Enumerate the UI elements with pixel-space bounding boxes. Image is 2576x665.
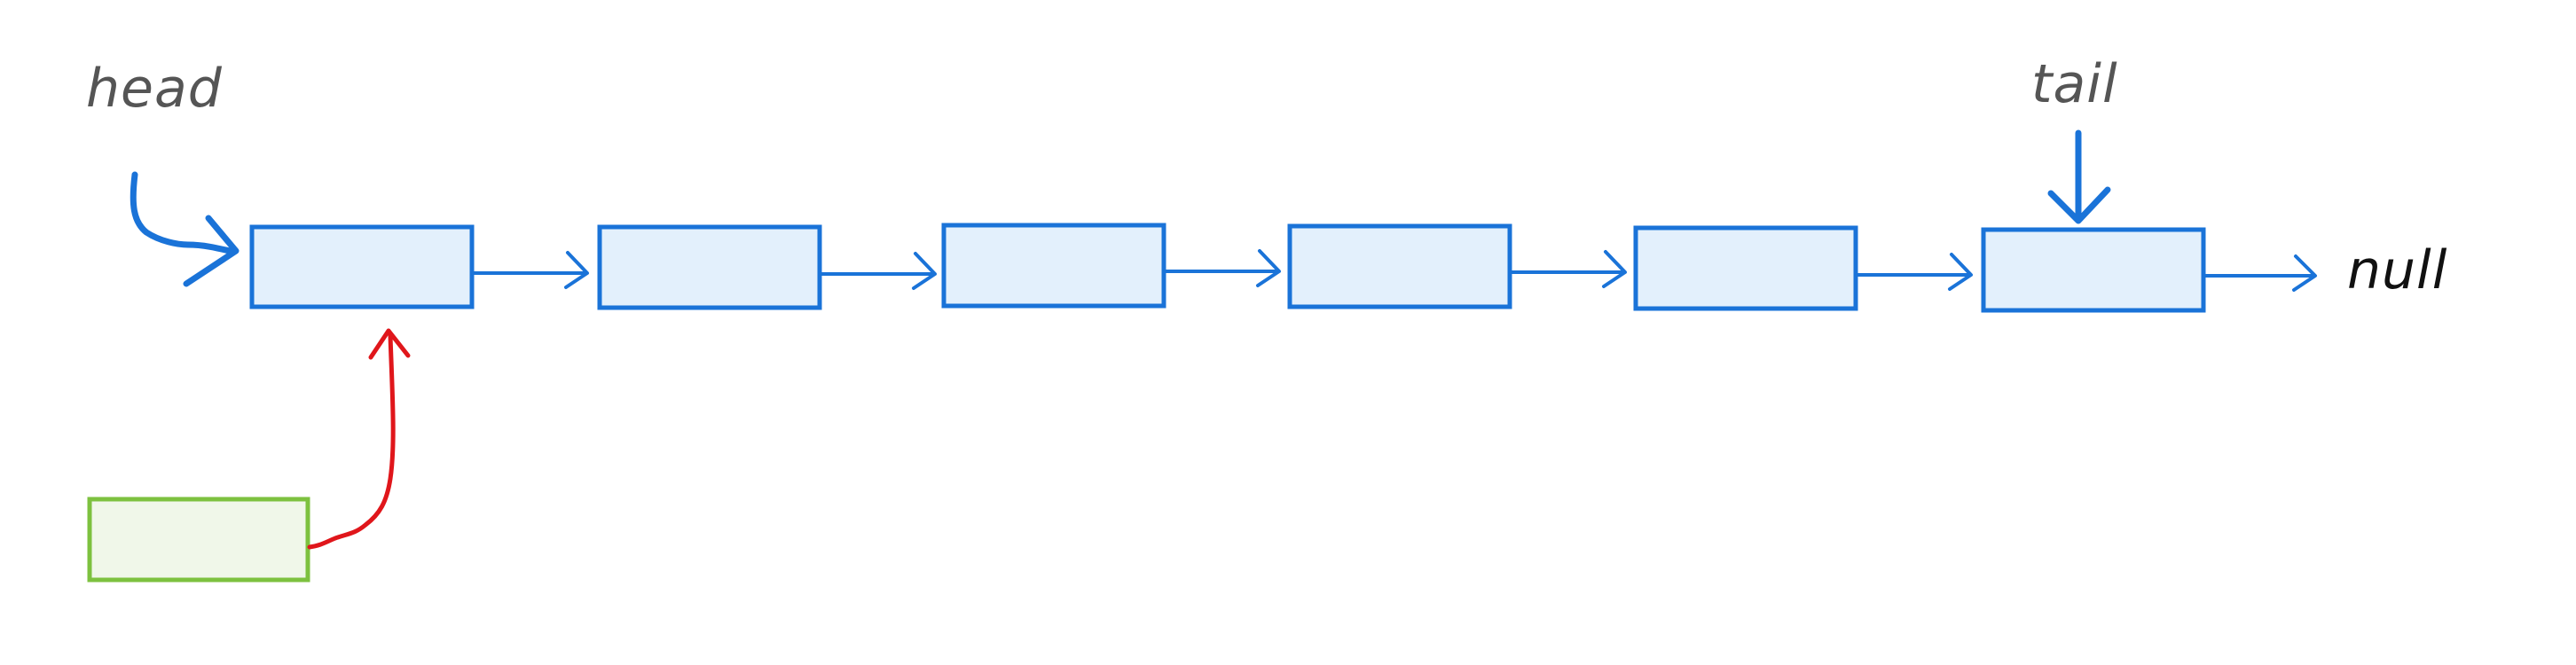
next-arrowhead-1 <box>564 251 589 289</box>
next-arrowhead-3 <box>1256 249 1281 287</box>
list-node-4 <box>1287 223 1512 309</box>
list-node-3 <box>941 223 1166 309</box>
tail-label: tail <box>2031 53 2118 115</box>
tail-pointer-arrowhead <box>2047 186 2111 224</box>
next-arrowhead-2 <box>912 252 937 290</box>
head-label: head <box>86 58 223 120</box>
list-node-1 <box>249 224 475 309</box>
list-node-6 <box>1981 227 2206 313</box>
next-arrowhead-4 <box>1602 250 1627 288</box>
head-pointer-arrow <box>130 171 237 255</box>
next-arrowhead-6 <box>2292 254 2317 292</box>
new-node-next-arrowhead <box>368 328 411 360</box>
null-label: null <box>2347 239 2447 301</box>
list-node-2 <box>597 224 822 310</box>
head-pointer-arrowhead <box>183 215 240 287</box>
list-node-5 <box>1633 225 1858 311</box>
new-node-next-arrow <box>307 332 396 550</box>
next-arrowhead-5 <box>1948 253 1973 291</box>
new-node <box>87 497 310 583</box>
